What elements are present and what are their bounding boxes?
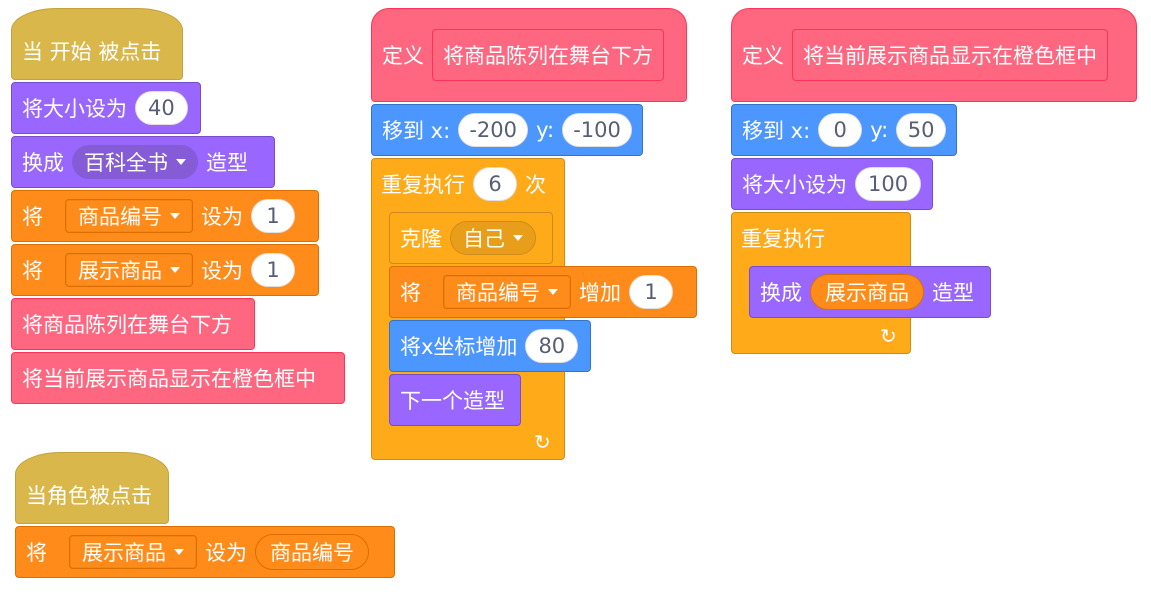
costume-value: 百科全书 — [84, 151, 168, 175]
block-suffix: 造型 — [206, 151, 248, 175]
define-procedure-hat[interactable]: 定义 将商品陈列在舞台下方 — [371, 8, 687, 102]
x-input[interactable]: 0 — [818, 113, 863, 147]
define-label: 定义 — [382, 44, 424, 68]
procedure-prototype[interactable]: 将当前展示商品显示在橙色框中 — [792, 29, 1108, 81]
prototype-name: 将商品陈列在舞台下方 — [443, 44, 653, 68]
set-size-block[interactable]: 将大小设为 40 — [11, 82, 201, 134]
define-label: 定义 — [742, 44, 784, 68]
y-label: y: — [870, 118, 889, 142]
block-label: 换成 — [22, 151, 64, 175]
set-size-block[interactable]: 将大小设为 100 — [731, 158, 933, 210]
y-label: y: — [536, 118, 555, 142]
define-procedure-hat[interactable]: 定义 将当前展示商品显示在橙色框中 — [731, 8, 1137, 102]
procedure-prototype[interactable]: 将商品陈列在舞台下方 — [432, 29, 664, 81]
chevron-down-icon — [176, 159, 186, 165]
block-label: 将x坐标增加 — [400, 335, 518, 359]
size-input[interactable]: 100 — [855, 167, 922, 201]
size-input[interactable]: 40 — [135, 91, 188, 125]
chevron-down-icon — [513, 235, 523, 241]
y-input[interactable]: -100 — [562, 113, 632, 147]
block-label: 重复执行 — [741, 227, 825, 251]
chevron-down-icon — [170, 267, 180, 273]
switch-costume-block[interactable]: 换成 百科全书 造型 — [11, 136, 275, 188]
value-input[interactable]: 1 — [251, 199, 295, 233]
block-mid: 设为 — [201, 259, 243, 283]
prototype-name: 将当前展示商品显示在橙色框中 — [803, 44, 1097, 68]
block-label: 将 — [22, 205, 43, 229]
goto-xy-block[interactable]: 移到 x: 0 y: 50 — [731, 104, 957, 156]
procedure-name: 将商品陈列在舞台下方 — [22, 313, 232, 337]
block-mid: 设为 — [201, 205, 243, 229]
block-label: 将 — [22, 259, 43, 283]
switch-costume-block[interactable]: 换成 展示商品 造型 — [749, 266, 991, 318]
variable-reporter[interactable]: 展示商品 — [810, 274, 924, 310]
set-variable-block[interactable]: 将 展示商品 设为 商品编号 — [15, 526, 395, 578]
block-label: 下一个造型 — [400, 389, 505, 413]
block-label: 将大小设为 — [22, 97, 127, 121]
block-label: 将 — [400, 281, 421, 305]
clone-target-dropdown[interactable]: 自己 — [450, 221, 536, 255]
next-costume-block[interactable]: 下一个造型 — [389, 374, 521, 426]
chevron-down-icon — [548, 289, 558, 295]
y-input[interactable]: 50 — [896, 113, 946, 147]
block-mid: 增加 — [579, 281, 621, 305]
variable-value: 商品编号 — [78, 205, 162, 229]
variable-dropdown[interactable]: 商品编号 — [443, 275, 571, 309]
variable-value: 展示商品 — [78, 259, 162, 283]
block-suffix: 造型 — [932, 281, 974, 305]
repeat-count-input[interactable]: 6 — [473, 167, 517, 201]
forever-header[interactable]: 重复执行 — [731, 212, 911, 264]
change-variable-block[interactable]: 将 商品编号 增加 1 — [389, 266, 697, 318]
block-label: 换成 — [760, 281, 802, 305]
call-procedure-block[interactable]: 将商品陈列在舞台下方 — [11, 298, 255, 350]
repeat-header[interactable]: 重复执行 6 次 — [371, 158, 565, 210]
variable-dropdown[interactable]: 展示商品 — [65, 253, 193, 287]
value-input[interactable]: 1 — [629, 275, 673, 309]
x-change-input[interactable]: 80 — [525, 329, 579, 363]
create-clone-block[interactable]: 克隆 自己 — [389, 212, 553, 264]
block-suffix: 次 — [525, 173, 546, 197]
block-label: 重复执行 — [381, 173, 465, 197]
when-flag-clicked-hat[interactable]: 当 开始 被点击 — [11, 8, 183, 80]
value-input[interactable]: 1 — [251, 253, 295, 287]
hat-label: 当 开始 被点击 — [22, 40, 162, 64]
costume-dropdown[interactable]: 百科全书 — [72, 145, 198, 179]
block-label: 移到 x: — [742, 119, 811, 143]
set-variable-block[interactable]: 将 商品编号 设为 1 — [11, 190, 319, 242]
when-sprite-clicked-hat[interactable]: 当角色被点击 — [15, 452, 169, 524]
chevron-down-icon — [174, 549, 184, 555]
variable-dropdown[interactable]: 商品编号 — [65, 199, 193, 233]
block-label: 将大小设为 — [742, 173, 847, 197]
loop-arrow-icon: ↻ — [534, 430, 551, 454]
variable-value: 展示商品 — [82, 541, 166, 565]
block-label: 移到 x: — [382, 119, 451, 143]
chevron-down-icon — [170, 213, 180, 219]
call-procedure-block[interactable]: 将当前展示商品显示在橙色框中 — [11, 352, 345, 404]
change-x-block[interactable]: 将x坐标增加 80 — [389, 320, 591, 372]
block-mid: 设为 — [205, 541, 247, 565]
loop-arrow-icon: ↻ — [880, 324, 897, 348]
goto-xy-block[interactable]: 移到 x: -200 y: -100 — [371, 104, 643, 156]
x-input[interactable]: -200 — [458, 113, 529, 147]
block-label: 克隆 — [400, 227, 442, 251]
procedure-name: 将当前展示商品显示在橙色框中 — [22, 367, 316, 391]
variable-dropdown[interactable]: 展示商品 — [69, 535, 197, 569]
set-variable-block[interactable]: 将 展示商品 设为 1 — [11, 244, 319, 296]
clone-target-value: 自己 — [463, 227, 505, 251]
hat-label: 当角色被点击 — [26, 484, 152, 508]
block-label: 将 — [26, 541, 47, 565]
variable-reporter[interactable]: 商品编号 — [255, 534, 369, 570]
variable-value: 商品编号 — [456, 281, 540, 305]
